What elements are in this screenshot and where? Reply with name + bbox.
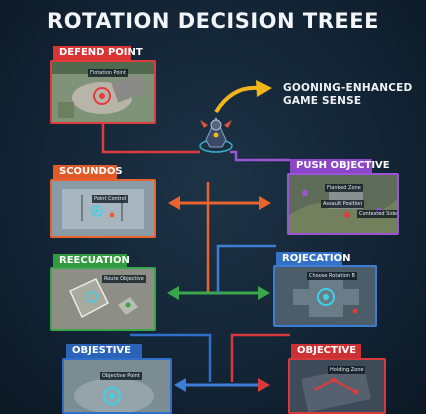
tag-objestive: Objective Point	[100, 372, 142, 380]
card-scoundos[interactable]: Point Control	[50, 179, 156, 238]
tag-rojecation: Choose Rotation B	[307, 272, 357, 280]
gold-arrow	[214, 85, 259, 114]
tag-defend-point: Flotation Point	[88, 69, 128, 77]
label-objestive: OBJESTIVE	[66, 344, 142, 358]
tag-reecuation: Route Objective	[102, 275, 146, 283]
label-reecuation: REECUATION	[53, 254, 130, 268]
arrow-bottom-left	[174, 378, 186, 392]
card-rojecation[interactable]: Choose Rotation B	[273, 265, 377, 327]
tag-push-1: Flanked Zone	[325, 184, 363, 192]
tag-push-3: Contested Side	[357, 210, 397, 218]
connector-lower-red	[230, 333, 290, 382]
tag-push-2: Assault Position	[321, 200, 365, 208]
connector-rojecation	[216, 244, 276, 293]
card-defend-point[interactable]: Flotation Point	[50, 60, 156, 124]
arrow-green-left	[167, 286, 179, 300]
connector-push	[230, 150, 290, 162]
card-push-objective[interactable]: Flanked Zone Assault Position Contested …	[287, 173, 399, 235]
arrow-bottom-right	[258, 378, 270, 392]
label-objective: OBJECTIVE	[291, 344, 361, 358]
label-push-objective: PUSH OBJECTIVE	[290, 159, 390, 173]
arrow-orange-left	[168, 196, 180, 210]
callout-line2: GAME SENSE	[283, 95, 362, 107]
hub-character-icon	[199, 116, 233, 153]
connector-defend	[101, 123, 200, 154]
card-objestive[interactable]: Objective Point	[62, 358, 172, 414]
callout-text: GOONING-ENHANCED GAME SENSE	[283, 82, 412, 108]
label-scoundos: SCOUNDOS	[53, 165, 123, 179]
diagram-title: ROTATION DECISION TREEE	[47, 9, 379, 33]
connector-lower-blue	[130, 333, 212, 382]
callout-line1: GOONING-ENHANCED	[283, 82, 413, 94]
gold-arrow-head	[256, 80, 272, 97]
tag-scoundos: Point Control	[92, 195, 129, 203]
card-reecuation[interactable]: Route Objective	[50, 267, 156, 331]
arrow-green-right	[258, 286, 270, 300]
label-defend-point: DEFEND POINT	[53, 46, 143, 60]
card-objective[interactable]: Holding Zone	[288, 358, 386, 414]
arrow-orange-right	[259, 196, 271, 210]
label-rojecation: ROJECATION	[276, 252, 350, 266]
tag-objective: Holding Zone	[328, 366, 366, 374]
